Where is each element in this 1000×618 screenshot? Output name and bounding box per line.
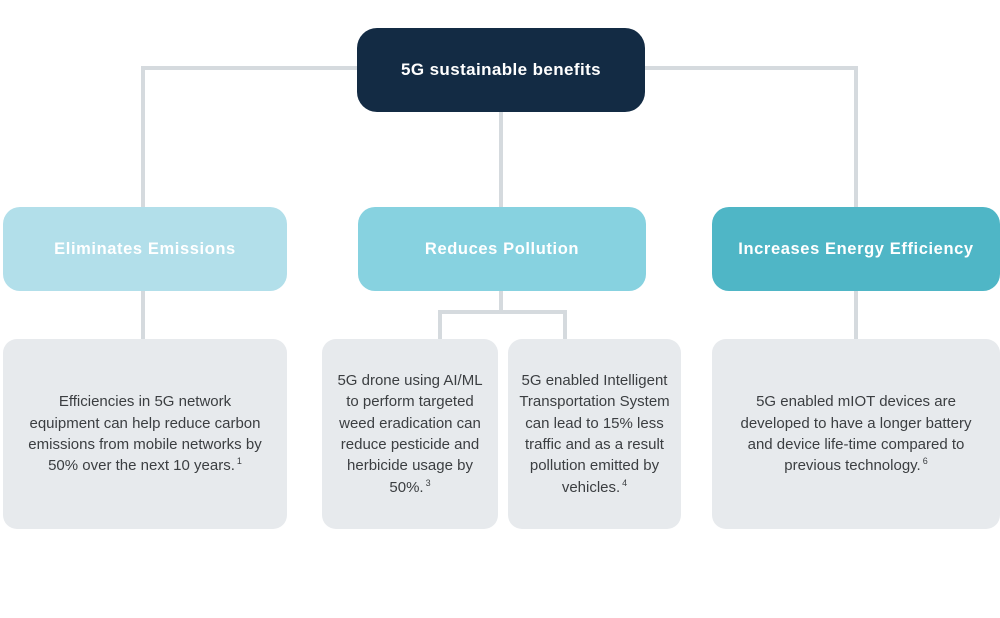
connector-root-to-right-horizontal [645,66,858,70]
connector-middle-to-card2 [563,310,567,342]
connector-left-vertical [141,66,145,211]
card-body-text: 5G drone using AI/ML to perform targeted… [337,372,483,496]
branch-header-increases-energy-efficiency: Increases Energy Efficiency [712,207,1000,291]
card-body-text: Efficiencies in 5G network equipment can… [28,393,262,475]
card-drone-weed-description: 5G drone using AI/ML to perform targeted… [322,339,498,529]
card-text: 5G enabled Intelligent Transportation Sy… [518,370,671,498]
card-emissions-description: Efficiencies in 5G network equipment can… [3,339,287,529]
branch-header-label: Eliminates Emissions [54,239,236,258]
card-body-text: 5G enabled Intelligent Transportation Sy… [519,372,670,496]
card-text: 5G drone using AI/ML to perform targeted… [334,370,486,498]
connector-middle-to-card1 [438,310,442,342]
branch-header-label: Increases Energy Efficiency [738,239,974,258]
footnote-marker: 1 [236,456,242,467]
root-node-label: 5G sustainable benefits [400,60,602,79]
card-body-text: 5G enabled mIOT devices are developed to… [740,393,972,475]
connector-right-header-to-card [854,290,858,342]
connector-root-to-left-horizontal [141,66,357,70]
card-text: 5G enabled mIOT devices are developed to… [734,391,978,476]
branch-header-reduces-pollution: Reduces Pollution [358,207,646,291]
footnote-marker: 4 [622,477,628,488]
connector-middle-header-stub [499,290,503,314]
card-miot-devices-description: 5G enabled mIOT devices are developed to… [712,339,1000,529]
card-text: Efficiencies in 5G network equipment can… [25,391,265,476]
footnote-marker: 6 [922,456,928,467]
card-transportation-description: 5G enabled Intelligent Transportation Sy… [508,339,681,529]
connector-root-to-middle-vertical [499,110,503,210]
connector-right-vertical [854,66,858,211]
branch-header-label: Reduces Pollution [424,239,580,258]
connector-left-header-to-card [141,290,145,342]
connector-middle-split-horizontal [438,310,567,314]
branch-header-eliminates-emissions: Eliminates Emissions [3,207,287,291]
root-node-5g-sustainable-benefits: 5G sustainable benefits [357,28,645,112]
footnote-marker: 3 [425,477,431,488]
